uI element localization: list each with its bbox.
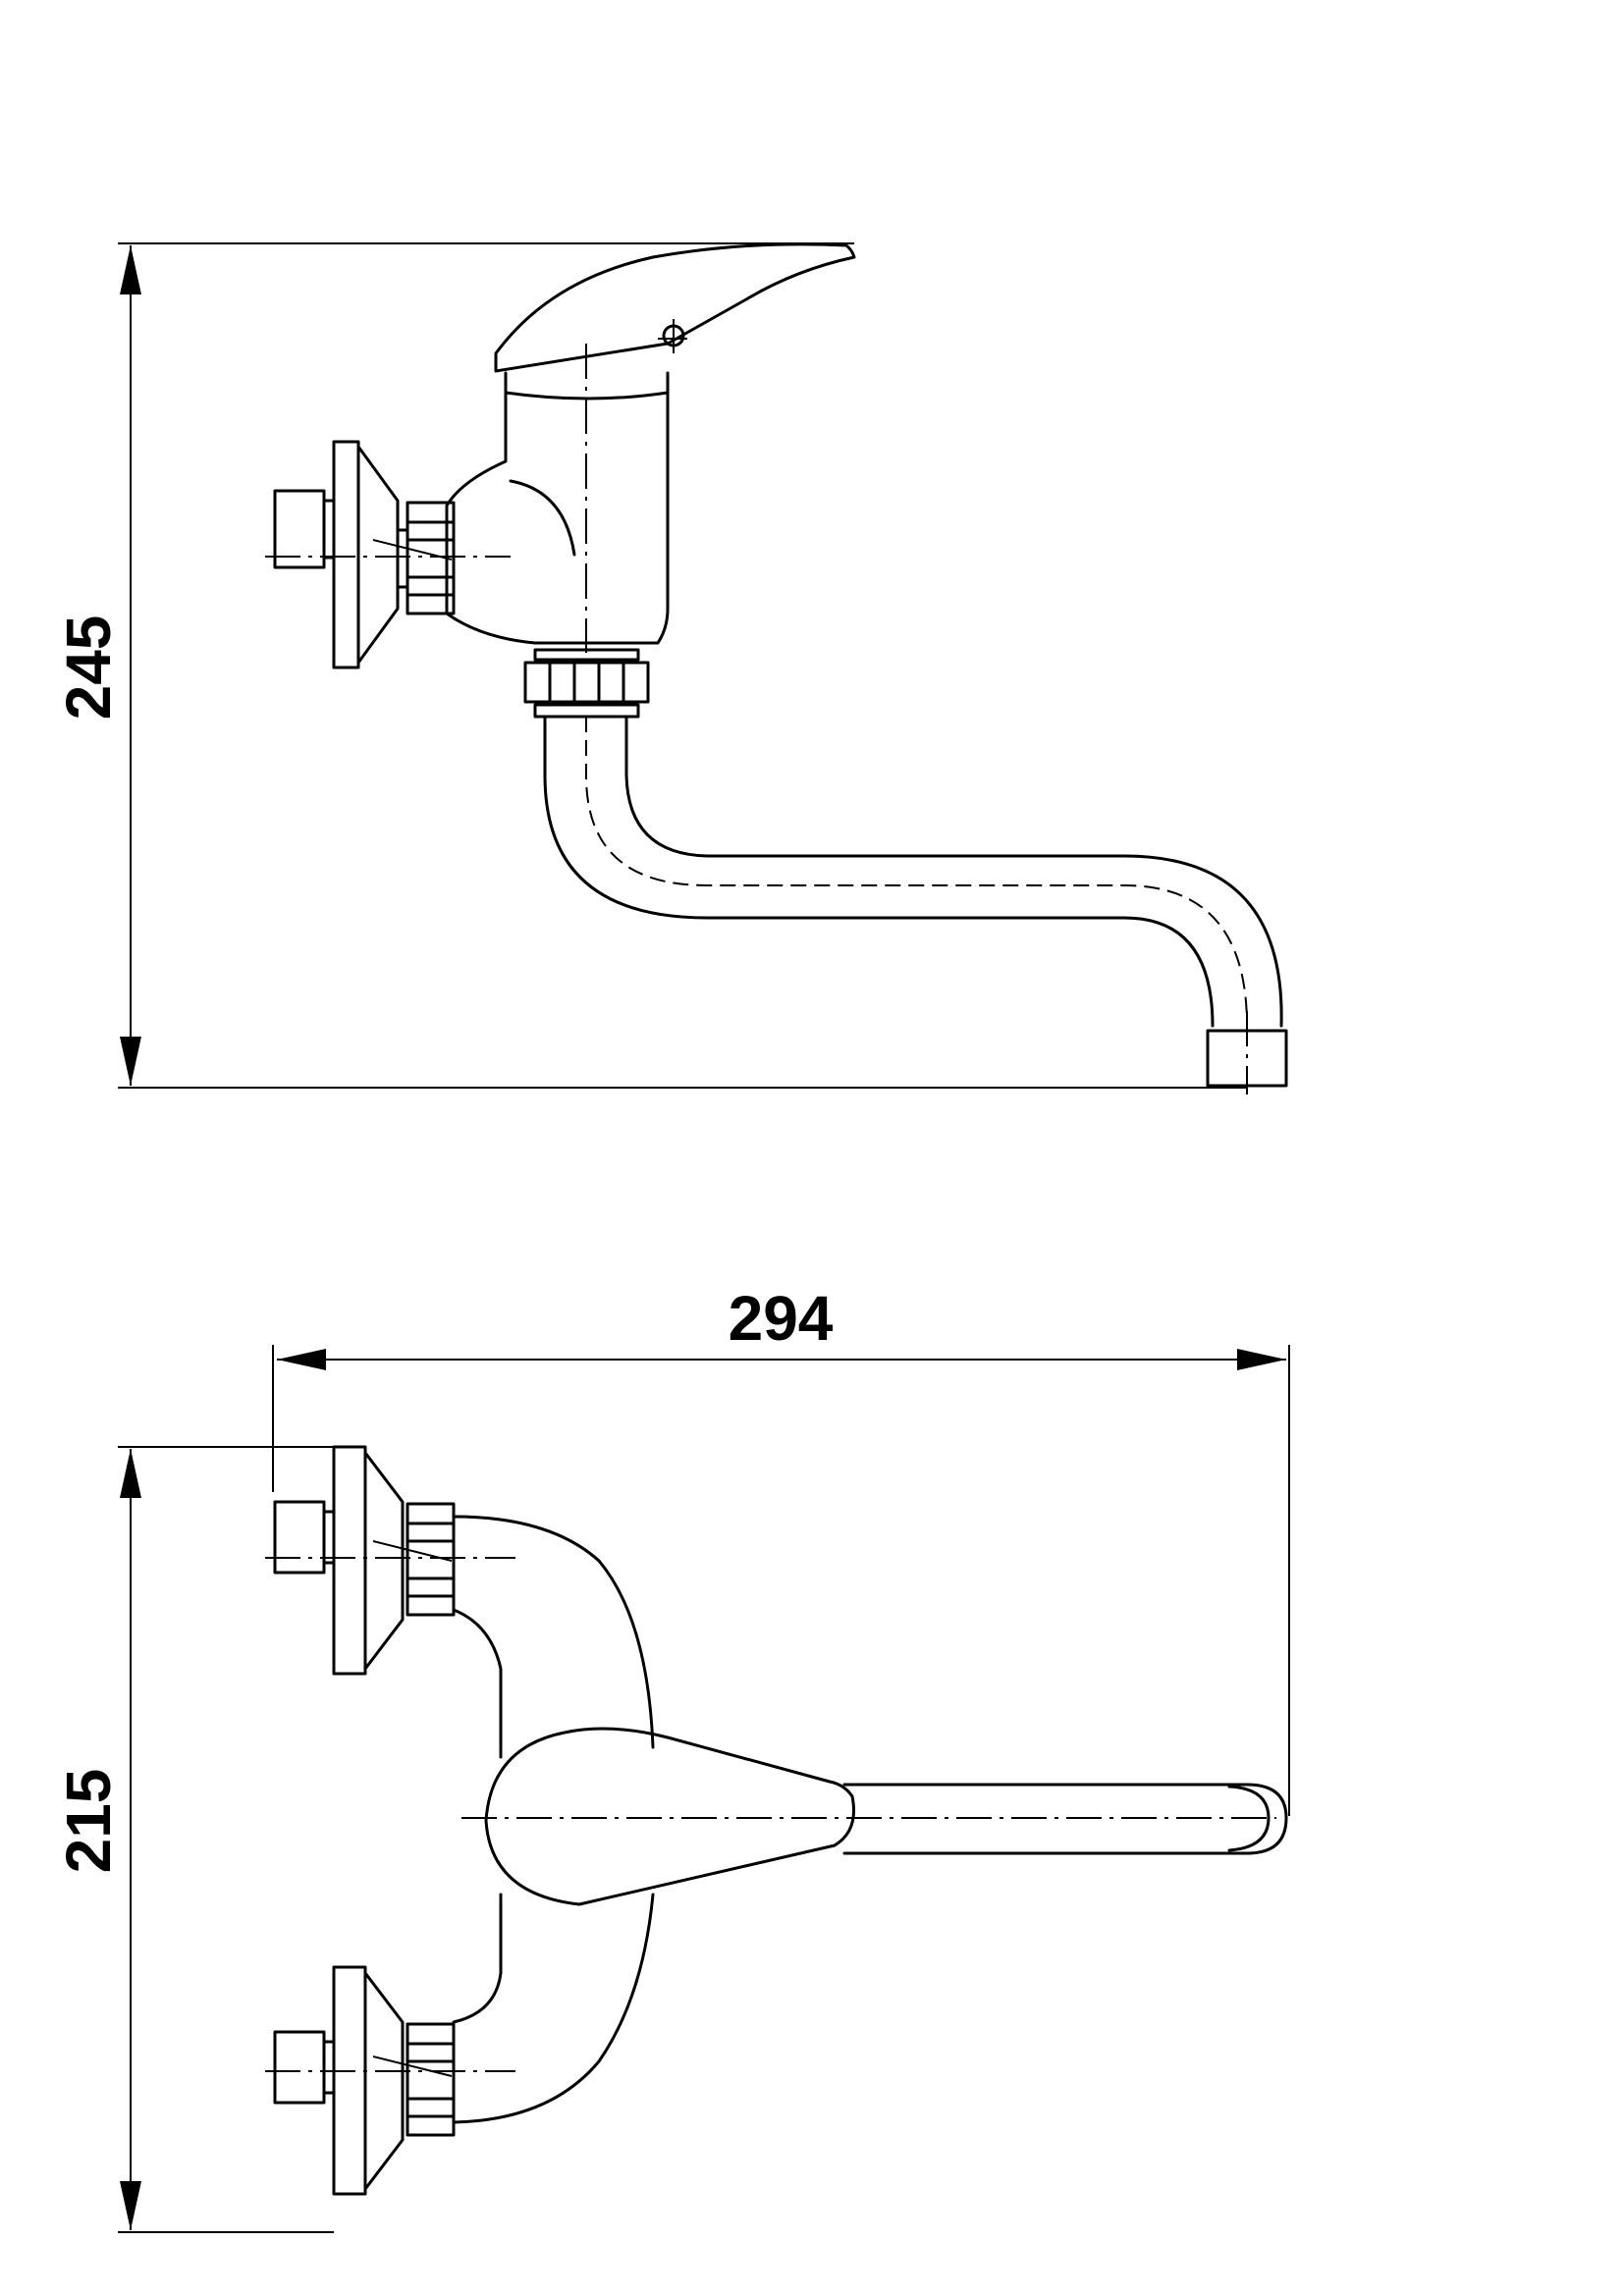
arrow-up-2: [120, 1449, 141, 1498]
arrow-down-2: [120, 2181, 141, 2230]
spout-top: [842, 1783, 1288, 1855]
dimension-245: 245: [53, 242, 1247, 1089]
arrow-up: [120, 245, 141, 294]
arrow-left: [277, 1349, 326, 1370]
top-view: 294 215: [53, 1283, 1290, 2233]
dimension-label-245: 245: [53, 615, 124, 721]
mixer-body-top: [452, 1515, 655, 2124]
mixer-body: [445, 344, 670, 653]
spout-pipe: [543, 715, 1288, 1095]
spout-nut: [523, 648, 650, 719]
lever-top: [461, 1727, 1276, 1906]
lever-handle: [494, 242, 856, 373]
arrow-down: [120, 1037, 141, 1086]
wall-connector-lower: [265, 1965, 515, 2196]
side-view: 245: [53, 242, 1288, 1095]
dimension-label-294: 294: [729, 1283, 834, 1354]
wall-connector-upper: [265, 1445, 515, 1676]
dimension-label-215: 215: [53, 1769, 124, 1874]
dimension-215: 215: [53, 1446, 334, 2233]
wall-connector-side: [265, 440, 511, 669]
dimension-294: 294: [272, 1283, 1290, 1816]
arrow-right: [1237, 1349, 1286, 1370]
